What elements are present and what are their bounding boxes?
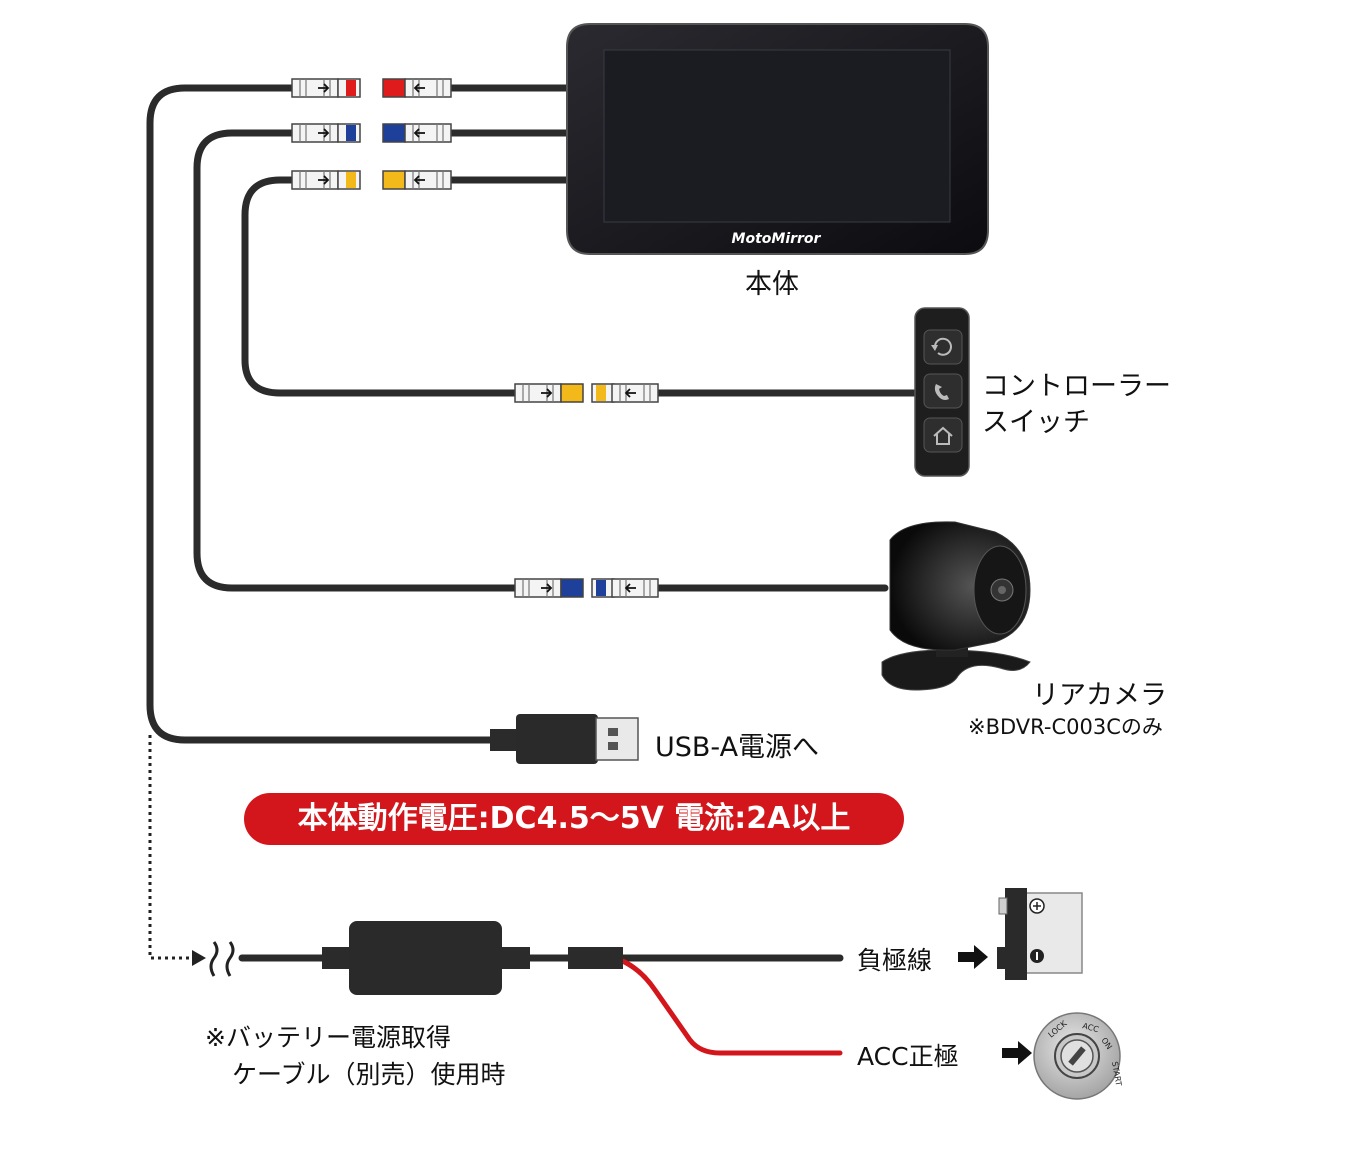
home-icon <box>933 426 953 445</box>
ignition-start-label: START <box>1110 1061 1123 1087</box>
main-unit-label: 本体 <box>745 269 799 300</box>
rotate-icon <box>931 337 952 356</box>
controller-label-line1: コントローラー <box>982 371 1171 402</box>
negative-label: 負極線 <box>857 946 933 975</box>
connector-red <box>291 78 452 98</box>
brand-logo: MotoMirror <box>732 231 822 247</box>
controller-cable <box>241 176 519 397</box>
rear-camera-label: リアカメラ <box>1032 680 1167 711</box>
usb-power-label: USB-A電源へ <box>655 732 820 763</box>
controller-label-line2: スイッチ <box>982 407 1090 438</box>
usb-plug-icon <box>490 714 639 764</box>
dotted-arrow <box>148 735 206 966</box>
acc-wire <box>617 957 843 1056</box>
main-unit: MotoMirror <box>566 23 989 255</box>
battery-icon <box>997 888 1083 980</box>
battery-note-line2: ケーブル（別売）使用時 <box>232 1060 506 1089</box>
connector-controller <box>514 383 659 403</box>
ignition-key-icon: LOCK ACC ON START <box>1033 1012 1123 1100</box>
cables <box>146 84 919 962</box>
connector-yellow <box>291 170 452 190</box>
acc-label: ACC正極 <box>857 1042 959 1071</box>
connector-blue <box>291 123 452 143</box>
camera-cable <box>193 129 519 592</box>
battery-note-line1: ※バッテリー電源取得 <box>205 1023 451 1052</box>
battery-cable-module <box>322 921 623 995</box>
controller-switch <box>914 307 970 477</box>
break-marks <box>209 941 235 977</box>
spec-badge: 本体動作電圧:DC4.5〜5V 電流:2A以上 <box>244 793 904 845</box>
usb-cable <box>146 84 504 744</box>
rear-camera <box>881 521 1031 691</box>
phone-icon <box>934 384 949 400</box>
ignition-acc-label: ACC <box>1081 1021 1100 1034</box>
connector-camera <box>514 578 659 598</box>
rear-camera-note: ※BDVR-C003Cのみ <box>968 715 1163 739</box>
arrow-right-icon <box>958 945 1032 1065</box>
